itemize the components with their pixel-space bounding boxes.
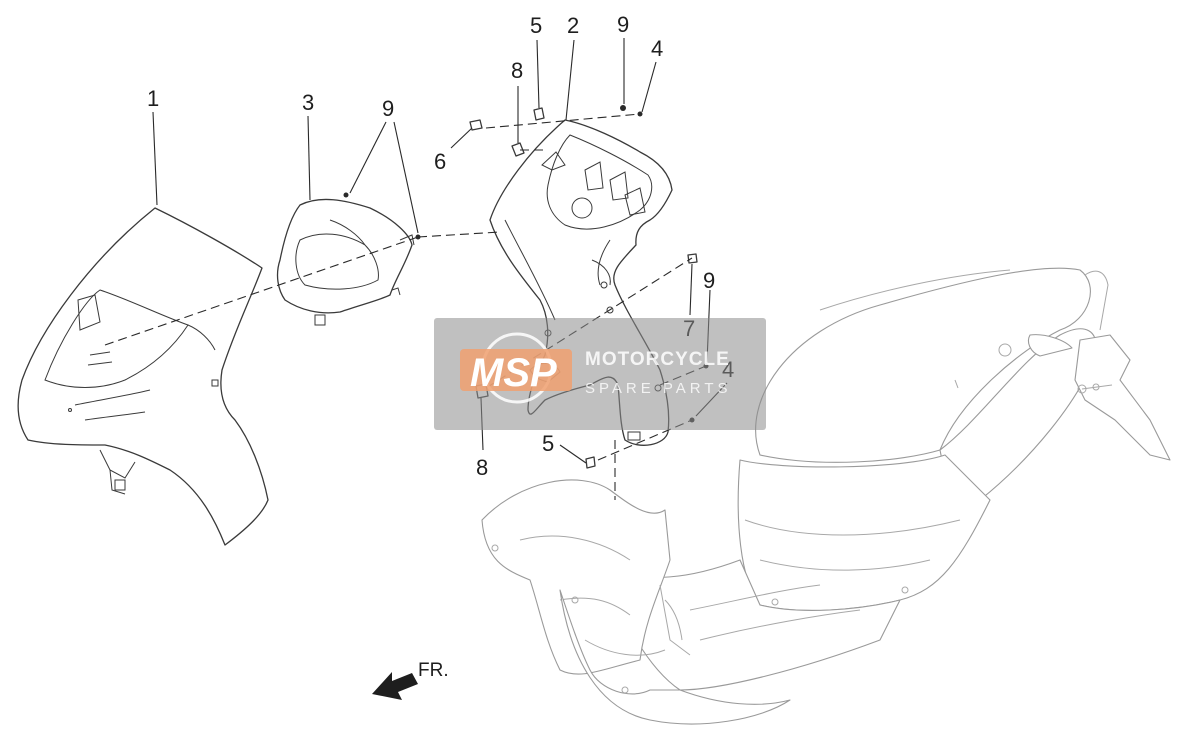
watermark-logo: MSP xyxy=(460,332,572,404)
part-1-front-shield xyxy=(17,207,269,546)
front-direction-indicator: FR. xyxy=(372,660,449,700)
screw-6 xyxy=(469,119,483,131)
callout-9-top: 9 xyxy=(617,12,629,37)
clip-5-bottom xyxy=(585,456,596,469)
callout-5-bottom: 5 xyxy=(542,431,554,456)
callout-4-top: 4 xyxy=(651,36,663,61)
callout-8-bottom: 8 xyxy=(476,455,488,480)
watermark-subtitle: SPARE PARTS xyxy=(585,380,732,397)
clip-8-top xyxy=(511,142,525,157)
watermark: MSP MOTORCYCLE SPARE PARTS xyxy=(434,318,766,430)
callout-1: 1 xyxy=(147,86,159,111)
callout-6: 6 xyxy=(434,149,446,174)
part-3-headlight-frame xyxy=(276,192,421,326)
screw-9-top xyxy=(620,105,626,111)
screw-7 xyxy=(687,253,698,264)
scooter-body xyxy=(481,267,1171,725)
watermark-title: MOTORCYCLE xyxy=(585,349,730,370)
callout-8-top: 8 xyxy=(511,58,523,83)
callout-2: 2 xyxy=(567,13,579,38)
callout-3: 3 xyxy=(302,90,314,115)
clip-5-top xyxy=(533,107,545,121)
callout-9-left: 9 xyxy=(382,96,394,121)
callout-5-top: 5 xyxy=(530,13,542,38)
direction-label: FR. xyxy=(418,660,449,681)
callout-9-right: 9 xyxy=(703,268,715,293)
watermark-logo-text: MSP xyxy=(470,351,557,395)
direction-arrow-icon xyxy=(372,672,418,700)
